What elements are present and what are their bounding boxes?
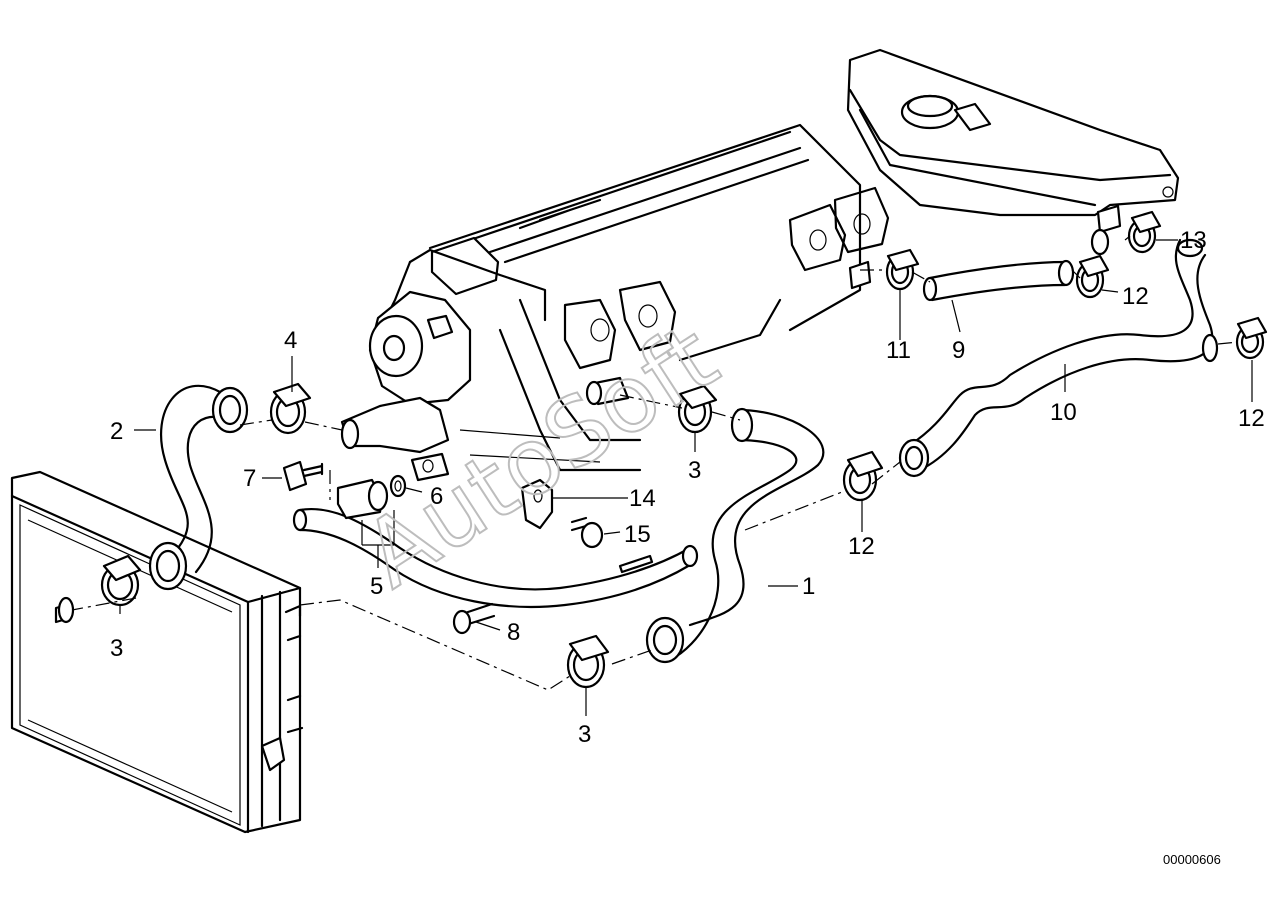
callout-8: 8 <box>507 619 520 646</box>
callout-6: 6 <box>430 483 443 510</box>
hose-1 <box>645 407 825 664</box>
callout-4: 4 <box>284 327 297 354</box>
callout-3: 3 <box>578 721 591 748</box>
hose-clamp-icon <box>269 382 312 435</box>
callout-11: 11 <box>886 337 911 364</box>
callout-15: 15 <box>624 521 651 548</box>
radiator <box>10 470 304 834</box>
callout-12: 12 <box>1238 405 1265 432</box>
document-number: 00000606 <box>1163 852 1221 867</box>
hose-clamp-icon <box>100 554 142 607</box>
callout-1: 1 <box>802 573 815 600</box>
callout-9: 9 <box>952 337 965 364</box>
pipe-5 <box>292 478 699 608</box>
callout-7: 7 <box>243 465 256 492</box>
callout-10: 10 <box>1050 399 1077 426</box>
bracket-14 <box>520 478 554 530</box>
engine-block <box>340 123 890 482</box>
expansion-tank <box>846 48 1180 256</box>
bolt-icon <box>570 516 604 549</box>
leader-lines <box>119 239 1253 716</box>
o-ring-icon <box>389 474 407 498</box>
callout-12: 12 <box>848 533 875 560</box>
callout-13: 13 <box>1180 227 1207 254</box>
callout-3: 3 <box>688 457 701 484</box>
callout-3: 3 <box>110 635 123 662</box>
callout-2: 2 <box>110 418 123 445</box>
hose-clamp-icon <box>885 248 920 291</box>
callout-12: 12 <box>1122 283 1149 310</box>
hose-clamp-icon <box>1235 316 1268 360</box>
bolt-icon <box>452 602 496 635</box>
hose-10 <box>898 238 1219 478</box>
callout-labels: 2 3 4 7 6 5 8 3 3 14 15 1 12 11 9 10 12 … <box>110 227 1265 748</box>
hose-clamp-icon <box>566 634 610 689</box>
hose-2 <box>148 384 249 591</box>
callout-14: 14 <box>629 485 656 512</box>
hose-clamp-icon <box>842 450 884 502</box>
hose-clamp-icon <box>1127 210 1162 254</box>
hose-clamp-icon <box>1075 254 1110 299</box>
callout-5: 5 <box>370 573 383 600</box>
bolt-icon <box>282 460 324 492</box>
hose-9 <box>922 259 1075 302</box>
dash-lines <box>71 235 1239 691</box>
